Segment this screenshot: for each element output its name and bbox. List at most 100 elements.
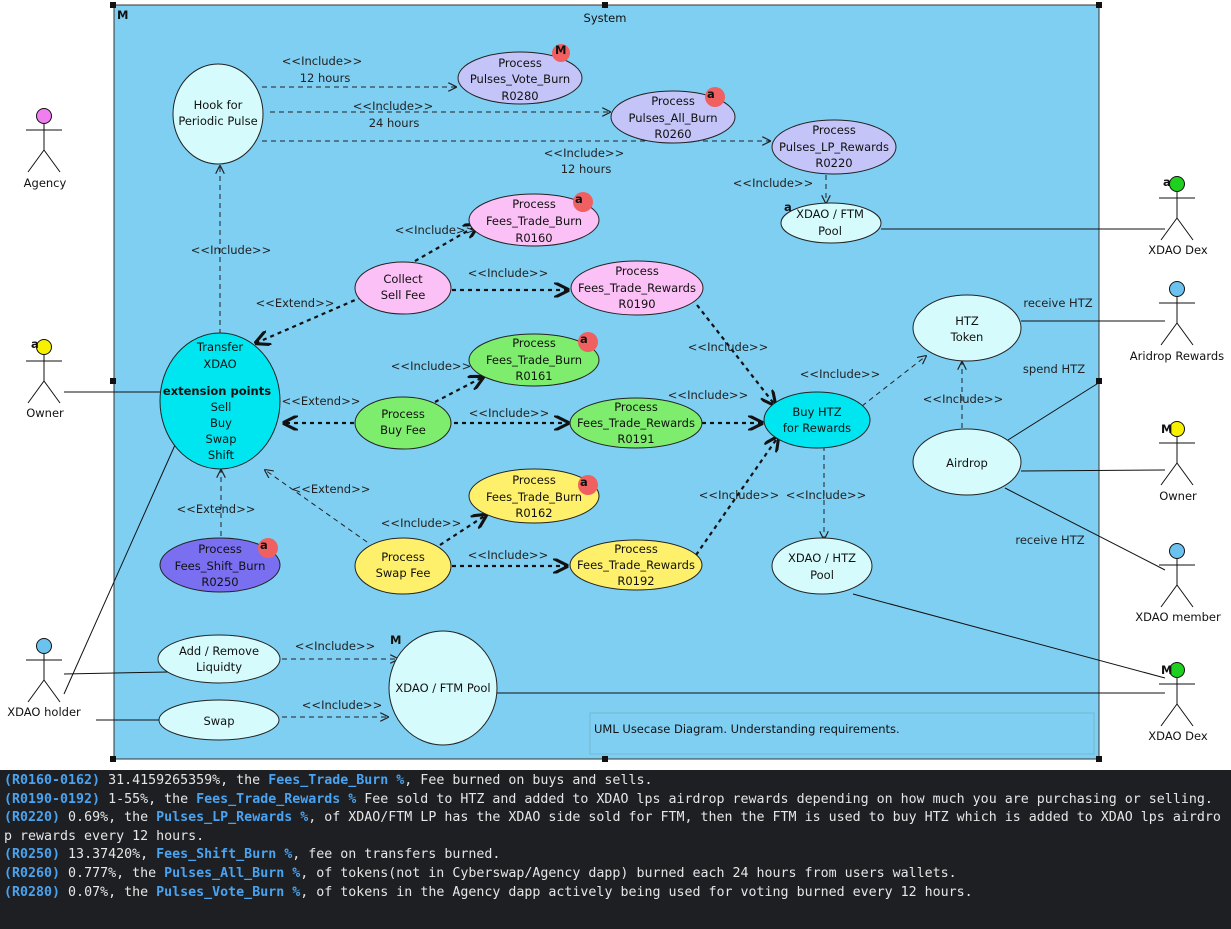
note-ref: (R0220): [4, 810, 61, 826]
swap-line-1: Swap: [203, 714, 234, 728]
note-param: Pulses_LP_Rewards %: [156, 810, 309, 826]
actor-xdao-dex-bottom-marker: M: [1161, 663, 1172, 677]
note-line: (R0250) 13.37420%, Fees_Shift_Burn %, fe…: [4, 846, 1227, 865]
hook-line-1: Hook for: [194, 98, 243, 112]
usecase-r0250[interactable]: a Process Fees_Shift_Burn R0250: [159, 537, 281, 593]
badge-marker: a: [575, 192, 583, 206]
r0162-line-3: R0162: [515, 506, 552, 520]
usecase-process-swap-fee[interactable]: Process Swap Fee: [354, 537, 452, 595]
transfer-line-1: Transfer: [196, 340, 244, 354]
buyfee-line-1: Process: [381, 407, 425, 421]
label-include-buyhtz-pool: <<Include>>: [786, 488, 866, 502]
usecase-r0220[interactable]: Process Pulses_LP_Rewards R0220: [771, 119, 897, 175]
note-param: Pulses_All_Burn %: [164, 865, 301, 881]
badge-icon: [705, 87, 725, 107]
swapfee-line-2: Swap Fee: [376, 566, 431, 580]
usecase-r0192[interactable]: Process Fees_Trade_Rewards R0192: [569, 539, 703, 591]
note-ref: (R0160-0162): [4, 773, 101, 788]
actor-xdao-dex-bottom[interactable]: [1159, 662, 1195, 727]
r0160-line-2: Fees_Trade_Burn: [486, 214, 582, 228]
label-24-hours: 24 hours: [369, 116, 420, 130]
usecase-hook-periodic-pulse[interactable]: Hook for Periodic Pulse: [172, 63, 264, 165]
r0220-line-2: Pulses_LP_Rewards: [779, 140, 889, 154]
usecase-airdrop[interactable]: Airdrop: [912, 428, 1022, 496]
note-line: (R0220) 0.69%, the Pulses_LP_Rewards %, …: [4, 809, 1227, 846]
label-include-r0220-pool: <<Include>>: [733, 176, 813, 190]
label-include-collect-r0160: <<Include>>: [395, 223, 475, 237]
usecase-xdao-ftm-pool-big[interactable]: M XDAO / FTM Pool: [388, 630, 498, 746]
usecase-transfer-xdao[interactable]: Transfer XDAO extension points Sell Buy …: [159, 332, 281, 470]
usecase-collect-sell-fee[interactable]: Collect Sell Fee: [354, 261, 452, 315]
r0220-line-3: R0220: [815, 156, 852, 170]
usecase-process-buy-fee[interactable]: Process Buy Fee: [354, 396, 452, 450]
label-12-hours: 12 hours: [300, 71, 351, 85]
badge-marker: M: [555, 43, 566, 57]
actor-airdrop-rewards[interactable]: [1159, 281, 1195, 346]
usecase-xdao-htz-pool[interactable]: XDAO / HTZ Pool: [771, 537, 873, 595]
note-param: Pulses_Vote_Burn %: [156, 884, 301, 900]
r0280-line-2: Pulses_Vote_Burn: [470, 72, 570, 86]
actor-owner-right-name: Owner: [1159, 489, 1197, 503]
usecase-r0260[interactable]: a Process Pulses_All_Burn R0260: [610, 87, 736, 144]
usecase-r0160[interactable]: a Process Fees_Trade_Burn R0160: [468, 192, 600, 247]
note-text: 0.07%, the: [60, 884, 157, 900]
note-ref: (R0250): [4, 847, 61, 863]
usecase-htz-token[interactable]: HTZ Token: [912, 294, 1022, 362]
usecase-xdao-ftm-pool-small[interactable]: a XDAO / FTM Pool: [780, 200, 882, 244]
actor-agency[interactable]: [26, 108, 62, 173]
label-receive-htz-bottom: receive HTZ: [1015, 533, 1084, 547]
r0280-line-1: Process: [498, 56, 542, 70]
usecase-r0190[interactable]: Process Fees_Trade_Rewards R0190: [570, 260, 704, 316]
notes-panel: (R0160-0162) 31.4159265359%, the Fees_Tr…: [0, 770, 1231, 929]
note-text: , of XDAO/FTM LP has the XDAO side sold …: [4, 810, 1221, 844]
r0250-line-1: Process: [198, 542, 242, 556]
label-include-r0191-buyhtz: <<Include>>: [668, 388, 748, 402]
ftm-pool-big-line-1: XDAO / FTM Pool: [395, 681, 490, 695]
label-12-hours-b: 12 hours: [561, 162, 612, 176]
usecase-r0280[interactable]: M Process Pulses_Vote_Burn R0280: [457, 43, 583, 105]
pool-marker: a: [784, 200, 792, 214]
note-text: 1-55%, the: [100, 791, 197, 807]
usecase-r0161[interactable]: a Process Fees_Trade_Burn R0161: [468, 332, 600, 387]
hook-line-2: Periodic Pulse: [178, 114, 257, 128]
usecase-swap[interactable]: Swap: [158, 699, 280, 741]
actor-xdao-member[interactable]: [1159, 543, 1195, 608]
selection-handles[interactable]: [110, 2, 1102, 762]
label-include-swapfee-r0162: <<Include>>: [381, 516, 461, 530]
r0260-line-3: R0260: [654, 127, 691, 141]
note-text: , of tokens in the Agency dapp actively …: [300, 884, 973, 900]
actor-xdao-holder-name: XDAO holder: [7, 705, 81, 719]
actor-xdao-dex-top[interactable]: [1159, 176, 1195, 241]
note-line: (R0260) 0.777%, the Pulses_All_Burn %, o…: [4, 865, 1227, 884]
usecase-add-remove-liquidity[interactable]: Add / Remove Liquidty: [157, 634, 281, 684]
actor-owner-left-name: Owner: [26, 406, 64, 420]
label-include-transfer-hook: <<Include>>: [191, 243, 271, 257]
collect-line-2: Sell Fee: [381, 288, 426, 302]
actor-owner-right[interactable]: [1159, 421, 1195, 486]
badge-icon: [578, 475, 598, 495]
r0190-line-3: R0190: [618, 297, 655, 311]
actor-airdrop-rewards-name: Aridrop Rewards: [1130, 349, 1224, 363]
actor-owner-left[interactable]: [26, 339, 62, 404]
actor-xdao-holder[interactable]: [26, 638, 62, 703]
badge-icon: [258, 538, 278, 558]
usecase-r0191[interactable]: Process Fees_Trade_Rewards R0191: [569, 397, 703, 449]
usecase-r0162[interactable]: a Process Fees_Trade_Burn R0162: [468, 468, 600, 524]
r0162-line-2: Fees_Trade_Burn: [486, 490, 582, 504]
label-extend-r0250: <<Extend>>: [177, 502, 256, 516]
htzpool-line-1: XDAO / HTZ: [788, 551, 856, 565]
badge-icon: [578, 332, 598, 352]
label-include-swap: <<Include>>: [302, 698, 382, 712]
usecase-buy-htz-for-rewards[interactable]: Buy HTZ for Rewards: [763, 391, 871, 449]
note-text: 31.4159265359%, the: [100, 773, 269, 788]
r0191-line-2: Fees_Trade_Rewards: [577, 416, 695, 430]
note-param: Fees_Shift_Burn %: [156, 847, 293, 863]
note-line: (R0160-0162) 31.4159265359%, the Fees_Tr…: [4, 772, 1227, 791]
r0160-line-3: R0160: [515, 231, 552, 245]
r0191-line-3: R0191: [617, 432, 654, 446]
airdrop-line-1: Airdrop: [946, 456, 988, 470]
badge-marker: a: [580, 475, 588, 489]
actor-owner-left-marker: a: [31, 337, 39, 351]
label-include-buyhtz-htz: <<Include>>: [800, 367, 880, 381]
r0161-line-2: Fees_Trade_Burn: [486, 353, 582, 367]
